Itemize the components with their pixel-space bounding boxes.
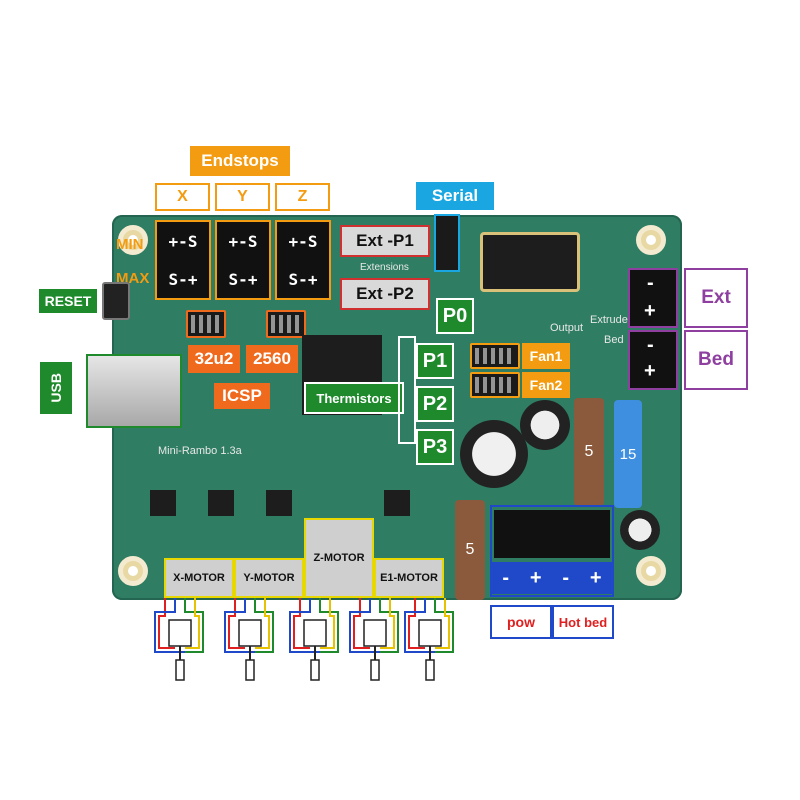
motor-wiring-diagrams <box>154 598 454 681</box>
min-label: MIN <box>116 236 144 253</box>
p2-label: P2 <box>416 386 454 422</box>
bed-plus: + <box>589 566 602 589</box>
mega-label: 2560 <box>246 345 298 373</box>
driver-chip-z <box>266 490 292 516</box>
capacitor-2 <box>520 400 570 450</box>
fan2-connector <box>470 372 520 398</box>
reset-label: RESET <box>37 287 99 315</box>
fan1-label: Fan1 <box>522 343 570 369</box>
endstop-x-max-pins: S-+ <box>168 269 198 289</box>
driver-chip-e1 <box>384 490 410 516</box>
p1-label: P1 <box>416 343 454 379</box>
p3-label: P3 <box>416 429 454 465</box>
ext-p2-connector: Ext -P2 <box>340 278 430 310</box>
ext-label: Ext <box>684 268 748 328</box>
bed-label: Bed <box>684 330 748 390</box>
y-motor-connector: Y-MOTOR <box>234 558 304 598</box>
power-signs-row: - + - + <box>492 562 612 594</box>
endstops-label: Endstops <box>190 146 290 176</box>
bed-minus: - <box>562 566 570 589</box>
bed-terminal-minus: - <box>647 334 654 356</box>
endstop-x-label: X <box>155 183 210 211</box>
endstop-x-connector: +-S S-+ <box>155 220 211 300</box>
serial-header <box>434 214 460 272</box>
endstop-z-connector: +-S S-+ <box>275 220 331 300</box>
endstop-y-max-pins: S-+ <box>228 269 258 289</box>
power-terminal <box>494 510 610 558</box>
brown-fuse-1: 5 <box>574 398 604 506</box>
bed-terminal-plus: + <box>644 360 656 382</box>
large-capacitor <box>460 420 528 488</box>
serial-label: Serial <box>416 182 494 210</box>
y-motor-wiring-icon <box>224 598 274 681</box>
ext-terminal-minus: - <box>647 272 654 294</box>
board-name-silk: Mini-Rambo 1.3a <box>158 445 242 457</box>
extensions-label: Extensions <box>360 262 409 273</box>
e1-motor-connector: E1-MOTOR <box>374 558 444 598</box>
usb-label: USB <box>38 360 74 416</box>
fan1-connector <box>470 343 520 369</box>
mount-hole-bottom-left <box>118 556 148 586</box>
ext-p1-connector: Ext -P1 <box>340 225 430 257</box>
x-motor-wiring-icon <box>154 598 204 681</box>
z-motor-connector: Z-MOTOR <box>304 518 374 598</box>
endstop-y-connector: +-S S-+ <box>215 220 271 300</box>
bed-silk: Bed <box>604 334 624 346</box>
mount-hole-top-left <box>118 225 148 255</box>
endstop-y-label: Y <box>215 183 270 211</box>
endstop-z-max-pins: S-+ <box>288 269 318 289</box>
pow-label: pow <box>490 605 552 639</box>
endstop-z-label: Z <box>275 183 330 211</box>
u2-label: 32u2 <box>188 345 240 373</box>
x-motor-connector: X-MOTOR <box>164 558 234 598</box>
icsp-32u2-header <box>186 310 226 338</box>
voltage-regulator <box>480 232 580 292</box>
endstop-x-min-pins: +-S <box>168 231 198 251</box>
ext-terminal <box>628 268 678 328</box>
endstop-y-min-pins: +-S <box>228 231 258 251</box>
mount-hole-top-right <box>636 225 666 255</box>
z-motor-wiring-icon-1 <box>289 598 339 681</box>
bed-terminal <box>628 330 678 390</box>
extruder-silk: Extruder <box>590 314 632 326</box>
hot-bed-label: Hot bed <box>552 605 614 639</box>
usb-label-text: USB <box>48 373 64 403</box>
endstop-z-min-pins: +-S <box>288 231 318 251</box>
thermistor-header <box>398 336 416 444</box>
output-silk: Output <box>550 322 584 334</box>
driver-chip-x <box>150 490 176 516</box>
icsp-2560-header <box>266 310 306 338</box>
thermistors-label: Thermistors <box>304 382 404 414</box>
pow-plus: + <box>529 566 542 589</box>
mount-hole-bottom-right <box>636 556 666 586</box>
e1-motor-wiring-icon <box>404 598 454 681</box>
ext-terminal-plus: + <box>644 300 656 322</box>
reset-button <box>102 282 130 320</box>
capacitor-3 <box>620 510 660 550</box>
p0-label: P0 <box>436 298 474 334</box>
icsp-label: ICSP <box>214 383 270 409</box>
fan2-label: Fan2 <box>522 372 570 398</box>
pow-minus: - <box>502 566 510 589</box>
driver-chip-y <box>208 490 234 516</box>
power-terminal-box <box>490 505 614 597</box>
usb-port <box>86 354 182 428</box>
brown-fuse-2: 5 <box>455 500 485 600</box>
blue-fuse: 15 <box>614 400 642 508</box>
z-motor-wiring-icon-2 <box>349 598 399 681</box>
